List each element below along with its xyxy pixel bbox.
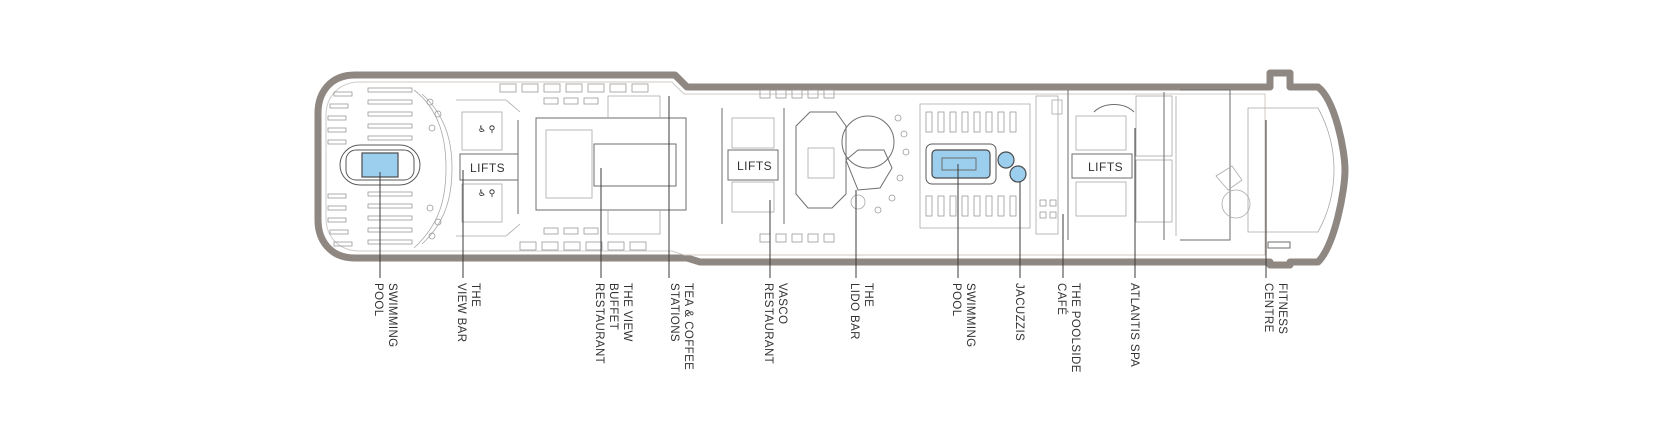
lift-lobby-aft xyxy=(1067,90,1133,240)
buffet-tables-top xyxy=(499,83,649,105)
label-the-view-bar: THE VIEW BAR xyxy=(455,283,481,342)
atlantis-spa-area xyxy=(1093,92,1177,240)
the-view-bar-seating xyxy=(426,98,442,240)
venue-labels: SWIMMING POOL THE VIEW BAR THE VIEW BUFF… xyxy=(372,283,1288,376)
lifts-label-middle: LIFTS xyxy=(737,159,772,173)
svg-text:♿ ⚲: ♿ ⚲ xyxy=(478,188,496,198)
aft-sun-deck xyxy=(327,87,453,249)
label-the-poolside-cafe: THE POOLSIDE CAFÉ xyxy=(1055,283,1081,376)
label-fitness-centre: FITNESS CENTRE xyxy=(1262,283,1288,338)
mid-swimming-pool xyxy=(931,149,991,179)
toilet-icon: ♿ ⚲ ♿ ⚲ xyxy=(478,124,496,198)
sun-loungers-bottom xyxy=(327,191,413,247)
lift-lobby-middle xyxy=(721,108,785,224)
label-tea-coffee-stations: TEA & COFFEE STATIONS xyxy=(668,283,694,374)
vasco-tables xyxy=(759,89,835,243)
the-lido-bar-area xyxy=(841,114,910,214)
the-view-buffet-area xyxy=(499,83,687,251)
label-atlantis-spa: ATLANTIS SPA xyxy=(1128,283,1140,367)
label-the-lido-bar: THE LIDO BAR xyxy=(848,283,874,340)
label-jacuzzis: JACUZZIS xyxy=(1013,283,1025,341)
buffet-tables-bottom xyxy=(519,227,647,251)
sun-loungers-top xyxy=(327,87,413,145)
lifts-label-forward: LIFTS xyxy=(470,161,505,175)
leader-lines xyxy=(379,96,1267,278)
lifts-label-aft: LIFTS xyxy=(1088,160,1123,174)
jacuzzi-1 xyxy=(997,151,1015,169)
lift-lobby-forward xyxy=(456,99,521,237)
jacuzzi-2 xyxy=(1009,165,1027,183)
label-swimming-pool-mid: SWIMMING POOL xyxy=(950,283,976,351)
label-vasco-restaurant: VASCO RESTAURANT xyxy=(762,283,788,364)
fitness-centre-area xyxy=(1180,89,1335,249)
ship-hull xyxy=(314,69,1349,269)
the-poolside-cafe-area xyxy=(1035,95,1063,235)
vasco-restaurant-area xyxy=(759,89,847,243)
label-the-view-buffet-restaurant: THE VIEW BUFFET RESTAURANT xyxy=(593,283,633,364)
svg-text:♿ ⚲: ♿ ⚲ xyxy=(478,124,496,134)
mid-pool-loungers xyxy=(925,111,1017,217)
mid-pool-deck xyxy=(919,103,1031,229)
label-swimming-pool-aft: SWIMMING POOL xyxy=(372,283,398,351)
